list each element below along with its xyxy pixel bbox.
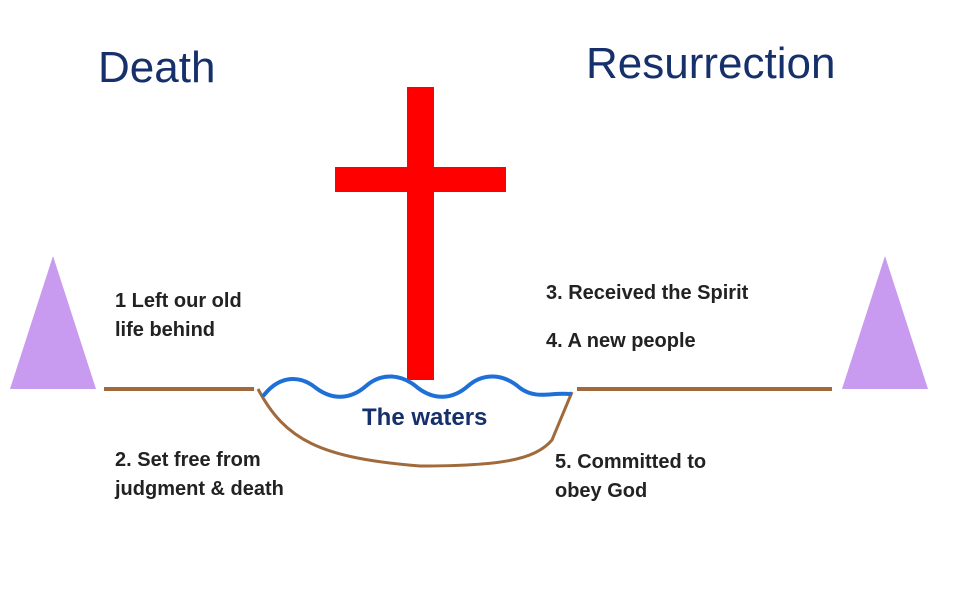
note-committed: 5. Committed to obey God bbox=[555, 451, 707, 502]
water-wave bbox=[262, 374, 572, 399]
note-left-old-life: 1 Left our old life behind bbox=[115, 290, 242, 341]
pool-basin bbox=[256, 388, 574, 468]
note-set-free: 2. Set free from judgment & death bbox=[115, 449, 284, 500]
death-title: Death bbox=[98, 43, 216, 92]
right-mountain-icon bbox=[842, 256, 928, 389]
cross-icon bbox=[335, 87, 506, 380]
waters-label: The waters bbox=[362, 404, 488, 431]
resurrection-title: Resurrection bbox=[586, 39, 836, 88]
note-received-spirit: 3. Received the Spirit bbox=[546, 282, 749, 304]
left-mountain-icon bbox=[10, 256, 96, 389]
note-new-people: 4. A new people bbox=[546, 330, 696, 352]
